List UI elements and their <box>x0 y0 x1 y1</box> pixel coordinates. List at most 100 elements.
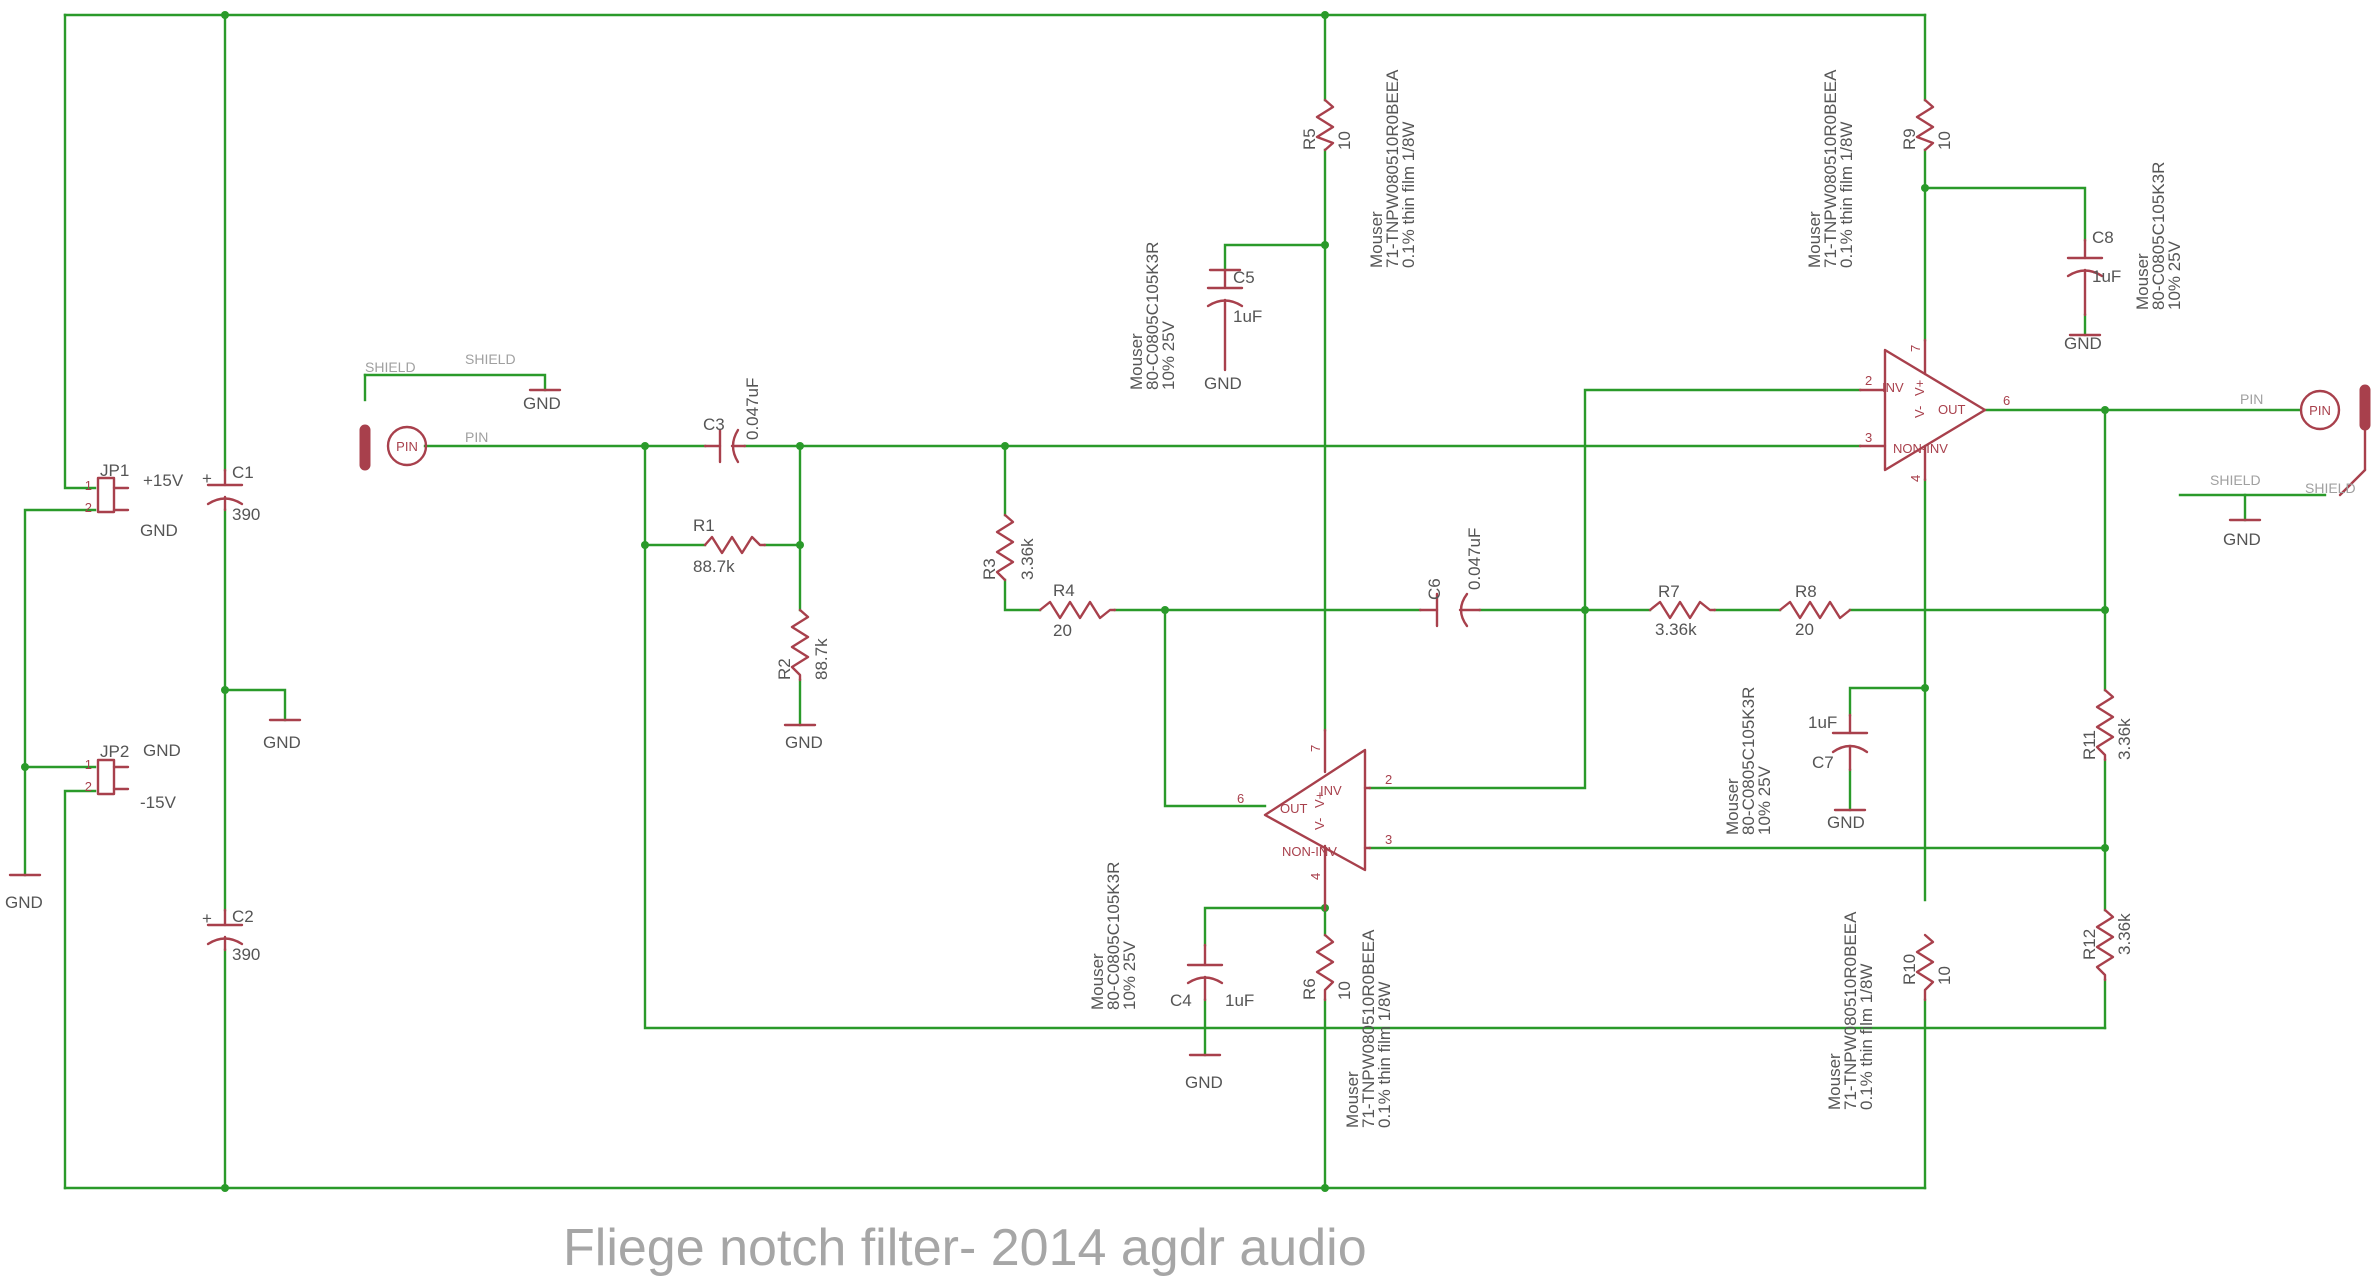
u1-out-label: OUT <box>1280 801 1308 816</box>
note-line3: 0.1% thin film 1/8W <box>1837 122 1856 268</box>
u1-inv-label: INV <box>1320 783 1342 798</box>
note-line3: 10% 25V <box>1159 320 1178 390</box>
opamp-u2: INV NON-INV OUT V- V+ 2 3 7 4 6 <box>1858 338 2010 482</box>
input-pin-label: PIN <box>396 439 418 454</box>
capacitor-c5: C5 1uF <box>1206 268 1262 372</box>
r2-name: R2 <box>775 658 794 680</box>
c8-value: 1uF <box>2092 267 2121 286</box>
output-net-shield: SHIELD <box>2210 472 2261 488</box>
c2-value: 390 <box>232 945 260 964</box>
c2-name: C2 <box>232 907 254 926</box>
r9-note: Mouser 71-TNPW080510R0BEEA 0.1% thin fil… <box>1805 69 1856 268</box>
capacitor-c1: + C1 390 <box>202 463 260 524</box>
note-line3: 0.1% thin film 1/8W <box>1857 964 1876 1110</box>
jp1-pin2-number: 2 <box>85 500 92 515</box>
note-line1: Mouser <box>1127 333 1146 390</box>
jp1-name: JP1 <box>100 461 129 480</box>
c1-plus-sign: + <box>202 469 212 488</box>
connector-jp2: 1 2 JP2 GND -15V <box>85 741 181 812</box>
note-line3: 10% 25V <box>1120 940 1139 1010</box>
u2-vplus-label: V+ <box>1912 380 1927 396</box>
jp2-pin1-number: 1 <box>85 757 92 772</box>
note-line3: 10% 25V <box>1755 765 1774 835</box>
c1-name: C1 <box>232 463 254 482</box>
note-line1: Mouser <box>1343 1071 1362 1128</box>
c4-value: 1uF <box>1225 991 1254 1010</box>
c7-name: C7 <box>1812 753 1834 772</box>
capacitor-c2: + C2 390 <box>202 907 260 964</box>
input-net-shield: SHIELD <box>465 351 516 367</box>
resistor-r10: R10 10 <box>1900 933 1954 1002</box>
r10-name: R10 <box>1900 954 1919 985</box>
u2-pin6: 6 <box>2003 393 2010 408</box>
r4-name: R4 <box>1053 581 1075 600</box>
output-net-pin: PIN <box>2240 391 2263 407</box>
capacitor-c8: C8 1uF <box>2066 228 2121 317</box>
r8-value: 20 <box>1795 620 1814 639</box>
input-jack: PIN PIN SHIELD SHIELD <box>359 351 516 471</box>
gnd-label: GND <box>523 394 561 413</box>
u2-vminus-label: V- <box>1912 406 1927 418</box>
r8-name: R8 <box>1795 582 1817 601</box>
junctions <box>21 11 2109 1192</box>
gnd-label: GND <box>2223 530 2261 549</box>
capacitor-c7: 1uF C7 <box>1808 713 1869 772</box>
note-line1: Mouser <box>1723 778 1742 835</box>
note-line2: 71-TNPW080510R0BEEA <box>1821 69 1840 268</box>
capacitor-c6: C6 0.047uF <box>1418 528 1484 628</box>
input-net-pin: PIN <box>465 429 488 445</box>
r11-name: R11 <box>2080 730 2099 760</box>
c5-value: 1uF <box>1233 307 1262 326</box>
note-line1: Mouser <box>1825 1053 1844 1110</box>
note-line1: Mouser <box>1805 211 1824 268</box>
r9-value: 10 <box>1935 131 1954 150</box>
r11-value: 3.36k <box>2115 718 2134 760</box>
note-line3: 10% 25V <box>2165 240 2184 310</box>
output-pin-label: PIN <box>2309 403 2331 418</box>
resistor-r3: R3 3.36k <box>980 513 1037 582</box>
note-line2: 71-TNPW080510R0BEEA <box>1841 911 1860 1110</box>
jp1-pin1-number: 1 <box>85 478 92 493</box>
resistor-r8: R8 20 <box>1778 582 1852 639</box>
c4-name: C4 <box>1170 991 1192 1010</box>
c7-value: 1uF <box>1808 713 1837 732</box>
gnd-label: GND <box>5 893 43 912</box>
jp1-gnd-label: GND <box>140 521 178 540</box>
c1-value: 390 <box>232 505 260 524</box>
r1-name: R1 <box>693 516 715 535</box>
r1-value: 88.7k <box>693 557 735 576</box>
input-shield-label: SHIELD <box>365 359 416 375</box>
c8-note: Mouser 80-C0805C105K3R 10% 25V <box>2133 162 2184 310</box>
note-line3: 0.1% thin film 1/8W <box>1399 122 1418 268</box>
r12-value: 3.36k <box>2115 913 2134 955</box>
u2-noninv-label: NON-INV <box>1893 441 1948 456</box>
connector-jp1: 1 2 JP1 +15V GND <box>85 461 184 540</box>
r4-value: 20 <box>1053 621 1072 640</box>
u1-pin6: 6 <box>1237 791 1244 806</box>
resistor-r2: R2 88.7k <box>775 608 831 682</box>
annotations: Mouser 71-TNPW080510R0BEEA 0.1% thin fil… <box>1088 69 2184 1128</box>
r10-value: 10 <box>1935 966 1954 985</box>
u1-pin7: 7 <box>1308 745 1323 752</box>
jp2-minus15v-label: -15V <box>140 793 177 812</box>
note-line1: Mouser <box>2133 253 2152 310</box>
resistor-r12: R12 3.36k <box>2080 908 2134 982</box>
r6-value: 10 <box>1335 981 1354 1000</box>
c7-note: Mouser 80-C0805C105K3R 10% 25V <box>1723 687 1774 835</box>
r7-value: 3.36k <box>1655 620 1697 639</box>
resistor-r6: R6 10 <box>1300 933 1354 1002</box>
r9-name: R9 <box>1900 128 1919 150</box>
gnd-label: GND <box>263 733 301 752</box>
resistor-r9: R9 10 <box>1900 98 1954 152</box>
resistor-r4: R4 20 <box>1038 581 1117 640</box>
note-line2: 80-C0805C105K3R <box>2149 162 2168 310</box>
gnd-label: GND <box>1185 1073 1223 1092</box>
resistor-r5: R5 10 <box>1300 98 1354 152</box>
schematic-title: Fliege notch filter- 2014 agdr audio <box>563 1219 1367 1277</box>
u1-pin2: 2 <box>1385 772 1392 787</box>
u2-inv-label: INV <box>1882 380 1904 395</box>
gnd-label: GND <box>1827 813 1865 832</box>
gnd-label: GND <box>785 733 823 752</box>
c5-name: C5 <box>1233 268 1255 287</box>
jp2-name: JP2 <box>100 742 129 761</box>
